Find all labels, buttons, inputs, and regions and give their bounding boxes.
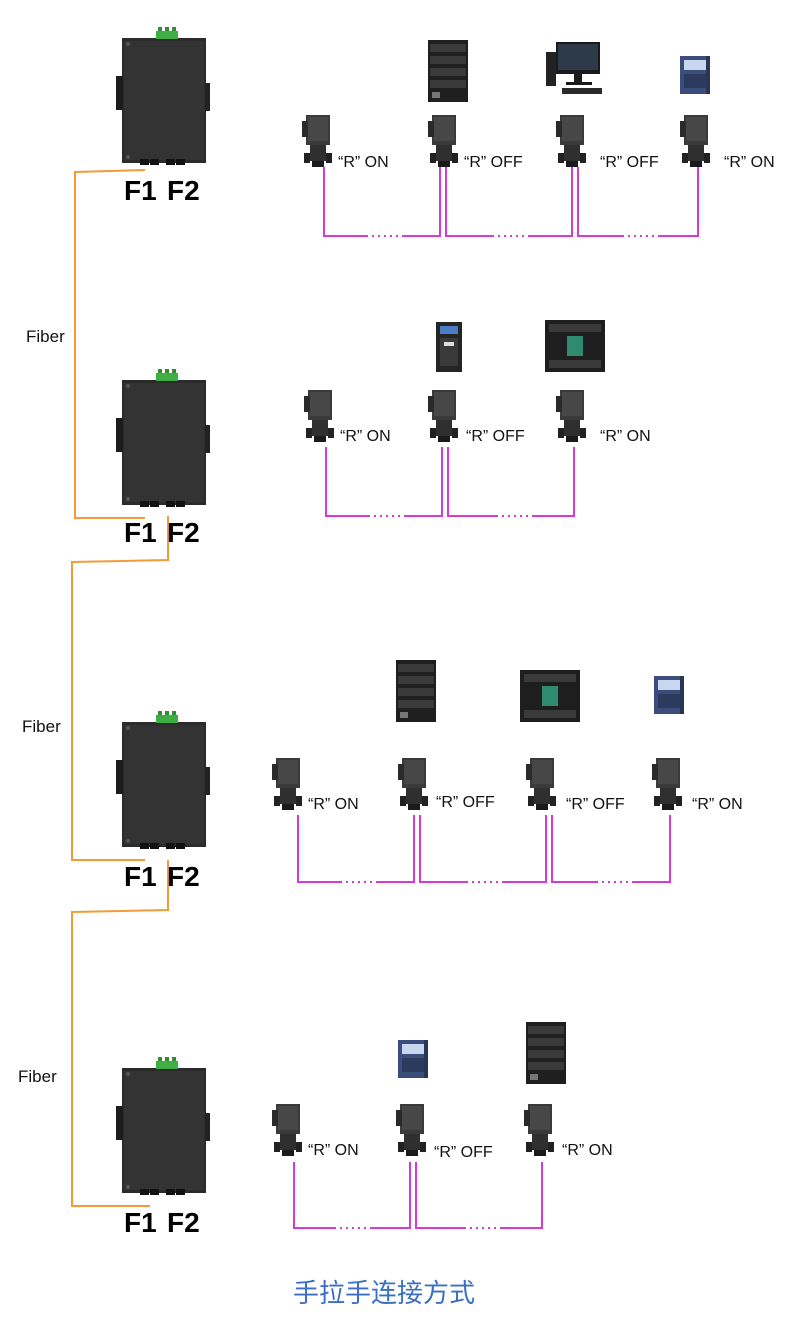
bus-connector <box>524 1104 554 1156</box>
device-group-1: “R” ON “R” OFF “R” OFF “R” ON <box>302 40 775 237</box>
fiber-link-2-3 <box>71 516 169 861</box>
rs485-bus <box>325 447 575 517</box>
termination-label: “R” ON <box>692 796 743 813</box>
plc-icon <box>520 670 580 722</box>
termination-label: “R” ON <box>600 428 651 445</box>
bus-connector <box>652 758 682 810</box>
server-icon <box>396 660 436 722</box>
termination-label: “R” ON <box>724 154 775 171</box>
termination-label: “R” OFF <box>600 154 659 171</box>
bus-connector <box>272 758 302 810</box>
fiber-switch-4 <box>116 1057 210 1195</box>
inverter-icon <box>680 56 710 94</box>
port-label-f2: F2 <box>167 175 200 206</box>
fiber-lines <box>71 169 169 1207</box>
bus-connector <box>304 390 334 442</box>
inverter-icon <box>398 1040 428 1078</box>
fiber-switch-3 <box>116 711 210 849</box>
pc-icon <box>546 42 602 94</box>
termination-label: “R” OFF <box>566 796 625 813</box>
fiber-link-1-2 <box>74 169 146 519</box>
bus-connector <box>428 390 458 442</box>
termination-label: “R” OFF <box>434 1144 493 1161</box>
termination-label: “R” ON <box>338 154 389 171</box>
fiber-label-2: Fiber <box>22 717 61 736</box>
server-icon <box>428 40 468 102</box>
fiber-label-1: Fiber <box>26 327 65 346</box>
port-label-f1: F1 <box>124 1207 157 1238</box>
port-label-f1: F1 <box>124 175 157 206</box>
bus-connector <box>302 115 332 167</box>
bus-connector <box>398 758 428 810</box>
termination-label: “R” OFF <box>466 428 525 445</box>
rs485-bus <box>323 167 699 237</box>
rs485-bus <box>293 1162 543 1229</box>
bus-connector <box>556 390 586 442</box>
port-label-f1: F1 <box>124 517 157 548</box>
fiber-switch-2 <box>116 369 210 507</box>
fiber-link-3-4 <box>71 860 169 1207</box>
bus-connector <box>272 1104 302 1156</box>
server-icon <box>526 1022 566 1084</box>
port-label-f2: F2 <box>167 861 200 892</box>
port-label-f2: F2 <box>167 517 200 548</box>
port-label-f2: F2 <box>167 1207 200 1238</box>
termination-label: “R” ON <box>308 1142 359 1159</box>
termination-label: “R” OFF <box>436 794 495 811</box>
bus-connector <box>680 115 710 167</box>
port-label-f1: F1 <box>124 861 157 892</box>
bus-connector <box>526 758 556 810</box>
bus-connector <box>556 115 586 167</box>
termination-label: “R” ON <box>340 428 391 445</box>
termination-label: “R” OFF <box>464 154 523 171</box>
fiber-label-3: Fiber <box>18 1067 57 1086</box>
termination-label: “R” ON <box>308 796 359 813</box>
diagram-caption: 手拉手连接方式 <box>293 1278 475 1308</box>
inverter-icon <box>654 676 684 714</box>
bus-connector <box>428 115 458 167</box>
device-group-3: “R” ON “R” OFF “R” OFF “R” ON <box>272 660 743 883</box>
device-group-4: “R” ON “R” OFF “R” ON <box>272 1022 613 1229</box>
fiber-switch-1 <box>116 27 210 165</box>
plc-icon <box>545 320 605 372</box>
bus-connector <box>396 1104 426 1156</box>
device-group-2: “R” ON “R” OFF “R” ON <box>304 320 651 517</box>
rs485-bus <box>297 815 671 883</box>
servo-drive-icon <box>436 322 462 372</box>
termination-label: “R” ON <box>562 1142 613 1159</box>
